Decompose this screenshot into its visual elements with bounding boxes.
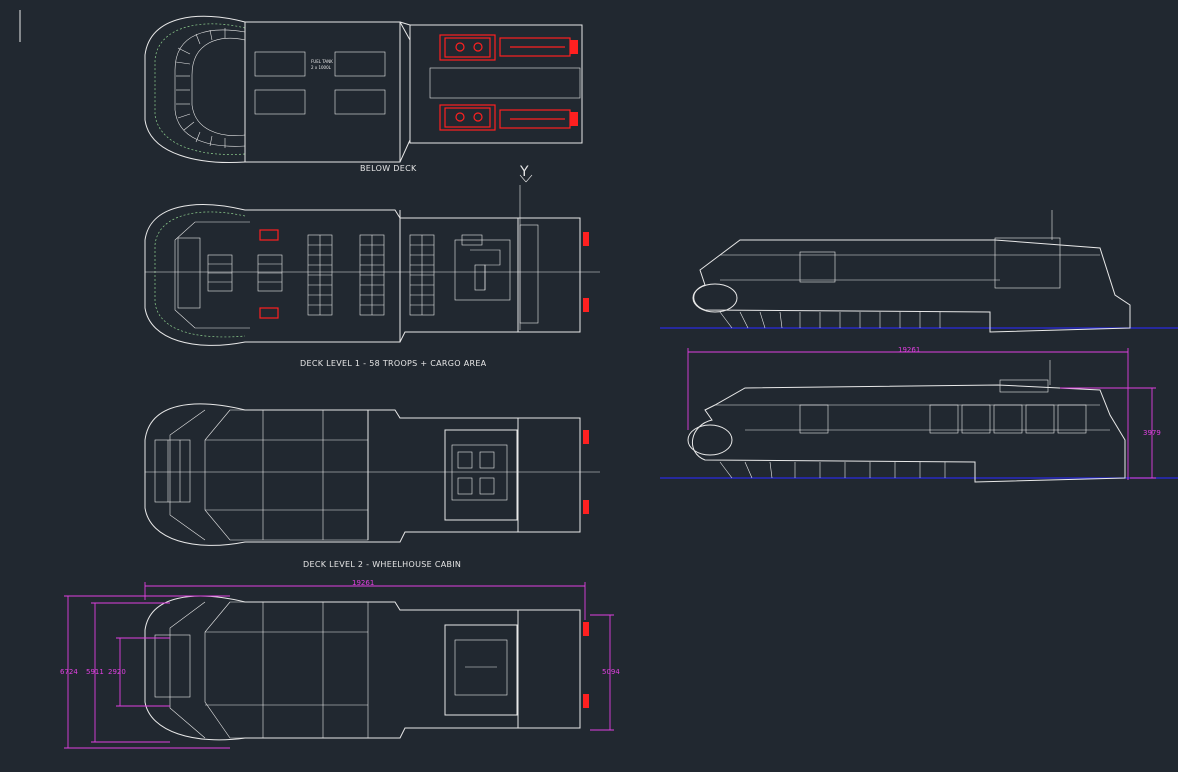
wheelhouse bbox=[444, 429, 518, 521]
engine-starboard bbox=[439, 104, 578, 131]
engine-port bbox=[439, 34, 578, 61]
deck-level-2-plan bbox=[144, 403, 600, 546]
svg-text:FUEL TANK: FUEL TANK bbox=[311, 59, 333, 64]
side-profile-dimensioned bbox=[660, 348, 1178, 483]
dim-plan-width-hull: 5911 bbox=[86, 668, 104, 676]
troop-seats bbox=[207, 234, 435, 316]
svg-text:2 x 1000L: 2 x 1000L bbox=[311, 65, 332, 70]
label-deck-level-2: DECK LEVEL 2 - WHEELHOUSE CABIN bbox=[303, 560, 462, 569]
label-deck-level-1: DECK LEVEL 1 - 58 TROOPS + CARGO AREA bbox=[300, 359, 487, 368]
wheelhouse-windows bbox=[929, 404, 1087, 434]
dim-plan-width-inner: 2920 bbox=[108, 668, 126, 676]
below-deck-plan: FUEL TANK 2 x 1000L bbox=[144, 15, 583, 163]
dim-profile-length: 19261 bbox=[898, 346, 921, 354]
y-axis-marker bbox=[519, 174, 533, 330]
label-axis-y: Y bbox=[520, 164, 529, 180]
dim-plan-transom: 5094 bbox=[602, 668, 620, 676]
side-profile-upper bbox=[660, 210, 1178, 333]
deck-level-1-plan bbox=[144, 204, 600, 346]
dim-profile-height: 3979 bbox=[1143, 429, 1161, 437]
dim-plan-length: 19261 bbox=[352, 579, 375, 587]
dim-plan-width-overall: 6724 bbox=[60, 668, 78, 676]
label-below-deck: BELOW DECK bbox=[360, 164, 417, 173]
dimensioned-plan bbox=[64, 582, 614, 749]
